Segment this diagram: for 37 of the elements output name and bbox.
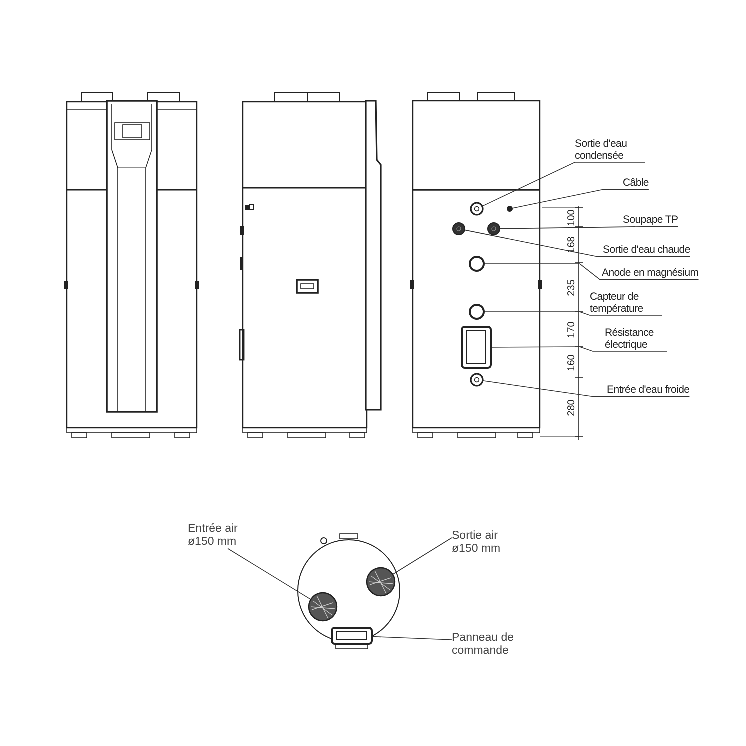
dimension-label: 168 [567, 236, 578, 254]
dimension-label: 235 [567, 280, 578, 296]
callout-label: Anode en magnésium [602, 268, 699, 280]
callout-label: Résistance électrique [605, 328, 667, 352]
callout-label: Entrée d'eau froide [607, 385, 690, 397]
leader-line [482, 162, 646, 207]
leader-line [482, 380, 690, 398]
leader-line [500, 226, 679, 230]
anode-port [469, 256, 485, 272]
leader-line [392, 538, 452, 576]
sensor-port [469, 304, 485, 320]
callout-label: Capteur de température [590, 292, 662, 316]
callout-label: Sortie air ø150 mm [452, 530, 522, 556]
leader-line [484, 264, 700, 280]
outlet-fitting [470, 202, 484, 216]
fan-grille [366, 567, 396, 597]
callout-label: Câble [623, 178, 649, 190]
dimension-label: 100 [567, 210, 578, 226]
callout-label: Entrée air ø150 mm [188, 523, 258, 549]
dimension-label: 170 [567, 322, 578, 338]
leader-line [372, 636, 452, 640]
dimension-label: 160 [567, 354, 578, 372]
dimension-label: 280 [567, 400, 578, 416]
callout-label: Sortie d'eau chaude [603, 245, 690, 257]
callout-label: Soupape TP [623, 215, 678, 227]
cable-entry [507, 206, 513, 212]
callout-label: Panneau de commande [452, 632, 534, 658]
heating-element-cover [461, 326, 492, 369]
inlet-fitting [470, 373, 484, 387]
leader-line [490, 346, 668, 352]
callout-label: Sortie d'eau condensée [575, 139, 645, 162]
control-panel [331, 627, 373, 645]
leader-line [228, 548, 312, 600]
fan-grille [308, 592, 338, 622]
leader-line [484, 312, 662, 316]
leader-line [512, 189, 650, 209]
leader-line [464, 230, 691, 258]
